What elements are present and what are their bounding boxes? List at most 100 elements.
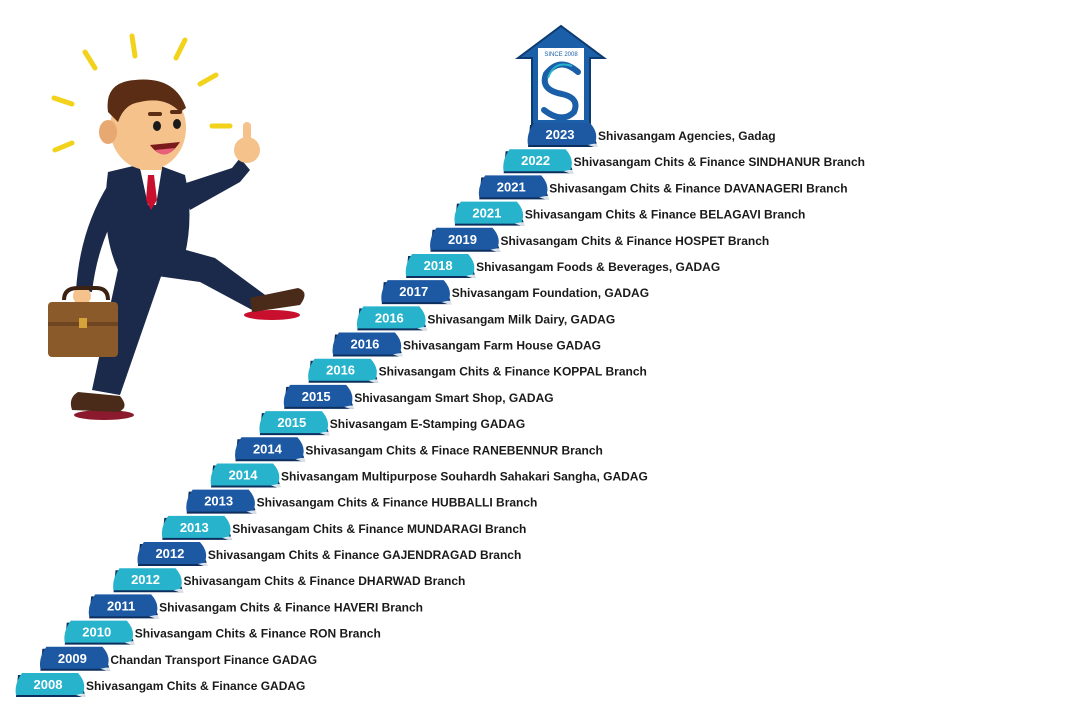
step-curl bbox=[441, 300, 464, 305]
milestone-year: 2014 bbox=[253, 441, 283, 456]
milestone-label: Shivasangam Chits & Finance HAVERI Branc… bbox=[159, 600, 423, 614]
milestone-step: 2016 Shivasangam Milk Dairy, GADAG bbox=[356, 306, 615, 331]
step-block bbox=[430, 227, 499, 250]
milestone-label: Shivasangam Chits & Finance DAVANAGERI B… bbox=[549, 181, 847, 195]
milestone-step: 2023 Shivasangam Agencies, Gadag bbox=[527, 123, 776, 147]
step-block bbox=[186, 489, 255, 512]
excitement-lines-icon bbox=[51, 33, 233, 153]
milestone-year: 2012 bbox=[131, 572, 160, 587]
milestone-year: 2015 bbox=[302, 389, 331, 404]
step-block bbox=[454, 201, 524, 224]
milestone-label: Shivasangam Chits & Finance GAJENDRAGAD … bbox=[208, 548, 521, 562]
milestone-step: 2012 Shivasangam Chits & Finance GAJENDRA… bbox=[137, 542, 521, 567]
milestone-step: 2014 Shivasangam Multipurpose Souhardh Sa… bbox=[210, 463, 648, 488]
milestone-year: 2015 bbox=[277, 415, 306, 430]
milestone-year: 2013 bbox=[204, 494, 233, 509]
milestone-label: Shivasangam Foundation, GADAG bbox=[452, 286, 649, 300]
milestone-year: 2022 bbox=[521, 153, 550, 168]
step-curl bbox=[514, 221, 537, 226]
step-curl bbox=[588, 143, 610, 147]
milestone-label: Shivasangam Agencies, Gadag bbox=[598, 129, 776, 143]
milestone-year: 2021 bbox=[472, 206, 501, 221]
milestone-label: Shivasangam Multipurpose Souhardh Sahaka… bbox=[281, 469, 648, 483]
milestone-label: Shivasangam E-Stamping GADAG bbox=[330, 417, 525, 431]
step-block bbox=[15, 673, 85, 695]
milestone-year: 2009 bbox=[58, 651, 87, 666]
step-block bbox=[332, 332, 402, 355]
milestone-label: Shivasangam Chits & Finance MUNDARAGI Br… bbox=[232, 522, 526, 536]
milestone-year: 2023 bbox=[546, 127, 575, 142]
milestone-year: 2008 bbox=[34, 677, 63, 692]
step-curl bbox=[319, 431, 342, 436]
milestone-step: 2016 Shivasangam Chits & Finance KOPPAL B… bbox=[308, 358, 647, 383]
milestone-year: 2017 bbox=[399, 284, 428, 299]
milestone-step: 2017 Shivasangam Foundation, GADAG bbox=[381, 280, 649, 305]
milestone-label: Shivasangam Chits & Finance GADAG bbox=[86, 679, 305, 693]
milestone-label: Shivasangam Chits & Finance DHARWAD Bran… bbox=[184, 574, 466, 588]
step-block bbox=[308, 358, 377, 381]
step-curl bbox=[197, 562, 220, 567]
step-curl bbox=[124, 641, 147, 645]
step-curl bbox=[539, 195, 562, 200]
step-curl bbox=[246, 510, 269, 514]
step-block bbox=[503, 149, 572, 172]
step-curl bbox=[271, 483, 294, 488]
step-curl bbox=[222, 536, 245, 540]
milestone-label: Shivasangam Farm House GADAG bbox=[403, 339, 601, 353]
milestone-year: 2016 bbox=[326, 363, 355, 378]
step-block bbox=[64, 620, 134, 643]
milestone-label: Shivasangam Chits & Finance SINDHANUR Br… bbox=[574, 155, 865, 169]
step-curl bbox=[173, 588, 196, 593]
milestone-label: Shivasangam Chits & Finance KOPPAL Branc… bbox=[379, 365, 647, 379]
company-logo: SINCE 2008 bbox=[514, 24, 608, 125]
milestone-step: 2011 Shivasangam Chits & Finance HAVERI B… bbox=[88, 594, 423, 619]
step-block bbox=[210, 463, 280, 486]
businessman-illustration bbox=[48, 33, 305, 420]
step-curl bbox=[149, 614, 172, 619]
step-block bbox=[137, 542, 207, 565]
milestone-year: 2021 bbox=[497, 179, 526, 194]
milestone-step: 2015 Shivasangam E-Stamping GADAG bbox=[259, 411, 525, 436]
milestone-step: 2015 Shivasangam Smart Shop, GADAG bbox=[283, 384, 554, 409]
milestone-step: 2021 Shivasangam Chits & Finance BELAGAVI… bbox=[454, 201, 806, 226]
milestone-label: Shivasangam Foods & Beverages, GADAG bbox=[476, 260, 720, 274]
step-curl bbox=[76, 693, 98, 697]
step-curl bbox=[417, 326, 440, 331]
milestone-label: Shivasangam Chits & Finance BELAGAVI Bra… bbox=[525, 208, 806, 222]
milestone-step: 2013 Shivasangam Chits & Finance MUNDARAG… bbox=[161, 515, 526, 540]
milestone-year: 2010 bbox=[82, 625, 111, 640]
shivasangam-s-logo-icon bbox=[541, 61, 581, 121]
step-block bbox=[283, 384, 353, 407]
step-curl bbox=[368, 379, 391, 383]
step-block bbox=[478, 175, 548, 198]
step-block bbox=[39, 646, 109, 669]
milestone-year: 2012 bbox=[155, 546, 184, 561]
milestone-label: Shivasangam Milk Dairy, GADAG bbox=[427, 312, 615, 326]
step-block bbox=[161, 515, 231, 538]
milestone-step: 2012 Shivasangam Chits & Finance DHARWAD … bbox=[113, 568, 466, 593]
milestone-year: 2016 bbox=[375, 310, 404, 325]
milestone-year: 2011 bbox=[107, 598, 135, 613]
milestone-year: 2013 bbox=[180, 520, 209, 535]
step-block bbox=[356, 306, 426, 329]
step-curl bbox=[466, 274, 489, 278]
step-curl bbox=[344, 405, 367, 409]
milestone-step: 2016 Shivasangam Farm House GADAG bbox=[332, 332, 601, 357]
step-block bbox=[381, 280, 450, 303]
step-curl bbox=[490, 248, 513, 252]
milestone-step: 2008 Shivasangam Chits & Finance GADAG bbox=[15, 673, 305, 697]
step-block bbox=[113, 568, 182, 591]
milestone-label: Shivasangam Smart Shop, GADAG bbox=[354, 391, 553, 405]
step-curl bbox=[295, 457, 318, 462]
step-block bbox=[235, 437, 304, 460]
milestone-year: 2014 bbox=[229, 467, 259, 482]
milestone-year: 2016 bbox=[350, 337, 379, 352]
